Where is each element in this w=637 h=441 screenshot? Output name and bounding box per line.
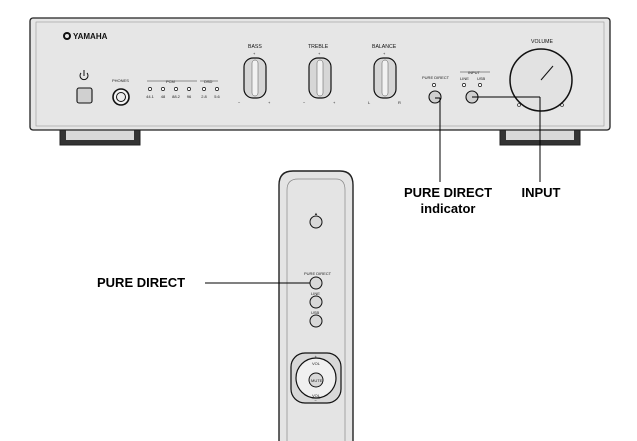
format-indicator-label: 96	[187, 94, 192, 99]
pure-direct-panel-label: PURE DIRECT	[422, 75, 450, 80]
bass-label: BASS	[248, 44, 262, 50]
callout-lines	[435, 96, 541, 182]
format-indicator-led	[187, 87, 191, 91]
input-line-label: LINE	[460, 76, 469, 81]
format-indicator: 5.6	[214, 87, 221, 99]
input-callout: INPUT	[522, 185, 561, 200]
input-usb-label: USB	[477, 76, 486, 81]
phones-jack[interactable]: PHONES	[112, 78, 130, 106]
format-indicator-led	[202, 87, 206, 91]
volume-knob[interactable]: VOLUME	[509, 39, 573, 112]
power-icon	[79, 72, 89, 81]
remote-control: ▲ PURE DIRECT LINE USB + VOL VOL − MUTE	[278, 170, 354, 441]
phones-label: PHONES	[112, 78, 129, 83]
format-indicator-led	[174, 87, 178, 91]
remote-vol-plus: +	[315, 354, 318, 359]
format-indicator-label: 44.1	[146, 94, 155, 99]
treble-label: TREBLE	[308, 44, 329, 50]
yamaha-logo: YAMAHA	[63, 32, 108, 41]
format-indicator-led	[215, 87, 219, 91]
format-indicator-label: 88.2	[172, 94, 181, 99]
balance-knob[interactable]: BALANCE + L R	[368, 44, 401, 105]
pure-direct-indicator-callout-line1: PURE DIRECT	[404, 185, 492, 200]
pcm-group-label: PCM	[166, 79, 175, 84]
amplifier-unit: YAMAHA PHONES PCM DSD 44.1 48 88.2 96 2.8 5.6…	[29, 17, 611, 146]
power-button[interactable]	[76, 70, 93, 104]
bass-knob[interactable]: BASS + − +	[238, 44, 271, 105]
svg-text:+: +	[268, 100, 271, 105]
svg-text:−: −	[238, 100, 241, 105]
format-indicator-led	[148, 87, 152, 91]
balance-right-label: R	[398, 100, 401, 105]
remote-pure-direct-label: PURE DIRECT	[304, 271, 332, 276]
svg-text:+: +	[383, 51, 386, 56]
usb-indicator	[478, 83, 482, 87]
remote-standby-button[interactable]: ▲	[309, 211, 323, 229]
remote-mute-label: MUTE	[311, 378, 323, 383]
remote-mute-button[interactable]: MUTE	[308, 372, 324, 388]
pure-direct-indicator	[432, 83, 436, 87]
remote-usb-button[interactable]: USB	[309, 310, 323, 328]
format-indicator: 2.8	[201, 87, 208, 99]
pure-direct-callout: PURE DIRECT	[97, 275, 185, 290]
treble-knob[interactable]: TREBLE + − +	[303, 44, 336, 105]
remote-vol-minus: −	[315, 398, 318, 403]
balance-label: BALANCE	[372, 44, 397, 50]
svg-text:+: +	[318, 51, 321, 56]
format-indicator-led	[161, 87, 165, 91]
brand-label: YAMAHA	[73, 32, 108, 41]
remote-usb-label: USB	[311, 310, 320, 315]
svg-text:▲: ▲	[314, 211, 318, 216]
svg-text:+: +	[333, 100, 336, 105]
line-indicator	[462, 83, 466, 87]
format-indicator: 88.2	[172, 87, 181, 99]
input-group-label: INPUT	[468, 70, 481, 75]
remote-vol-label-bottom: VOL	[312, 393, 321, 398]
remote-vol-label-top: VOL	[312, 361, 321, 366]
format-indicator-label: 2.8	[201, 94, 207, 99]
remote-line-button[interactable]: LINE	[309, 291, 323, 309]
format-indicator: 44.1	[146, 87, 155, 99]
pure-direct-indicator-callout-line2: indicator	[421, 201, 476, 216]
svg-text:+: +	[253, 51, 256, 56]
format-indicator-label: 48	[161, 94, 166, 99]
format-indicator-label: 5.6	[214, 94, 220, 99]
format-indicator: 48	[161, 87, 166, 99]
volume-label: VOLUME	[531, 39, 553, 45]
remote-line-label: LINE	[311, 291, 320, 296]
format-indicator: 96	[187, 87, 192, 99]
balance-left-label: L	[368, 100, 371, 105]
pure-direct-button[interactable]: PURE DIRECT	[422, 75, 450, 104]
dsd-group-label: DSD	[204, 79, 213, 84]
format-indicators: PCM DSD 44.1 48 88.2 96 2.8 5.6	[146, 79, 220, 99]
svg-text:−: −	[303, 100, 306, 105]
